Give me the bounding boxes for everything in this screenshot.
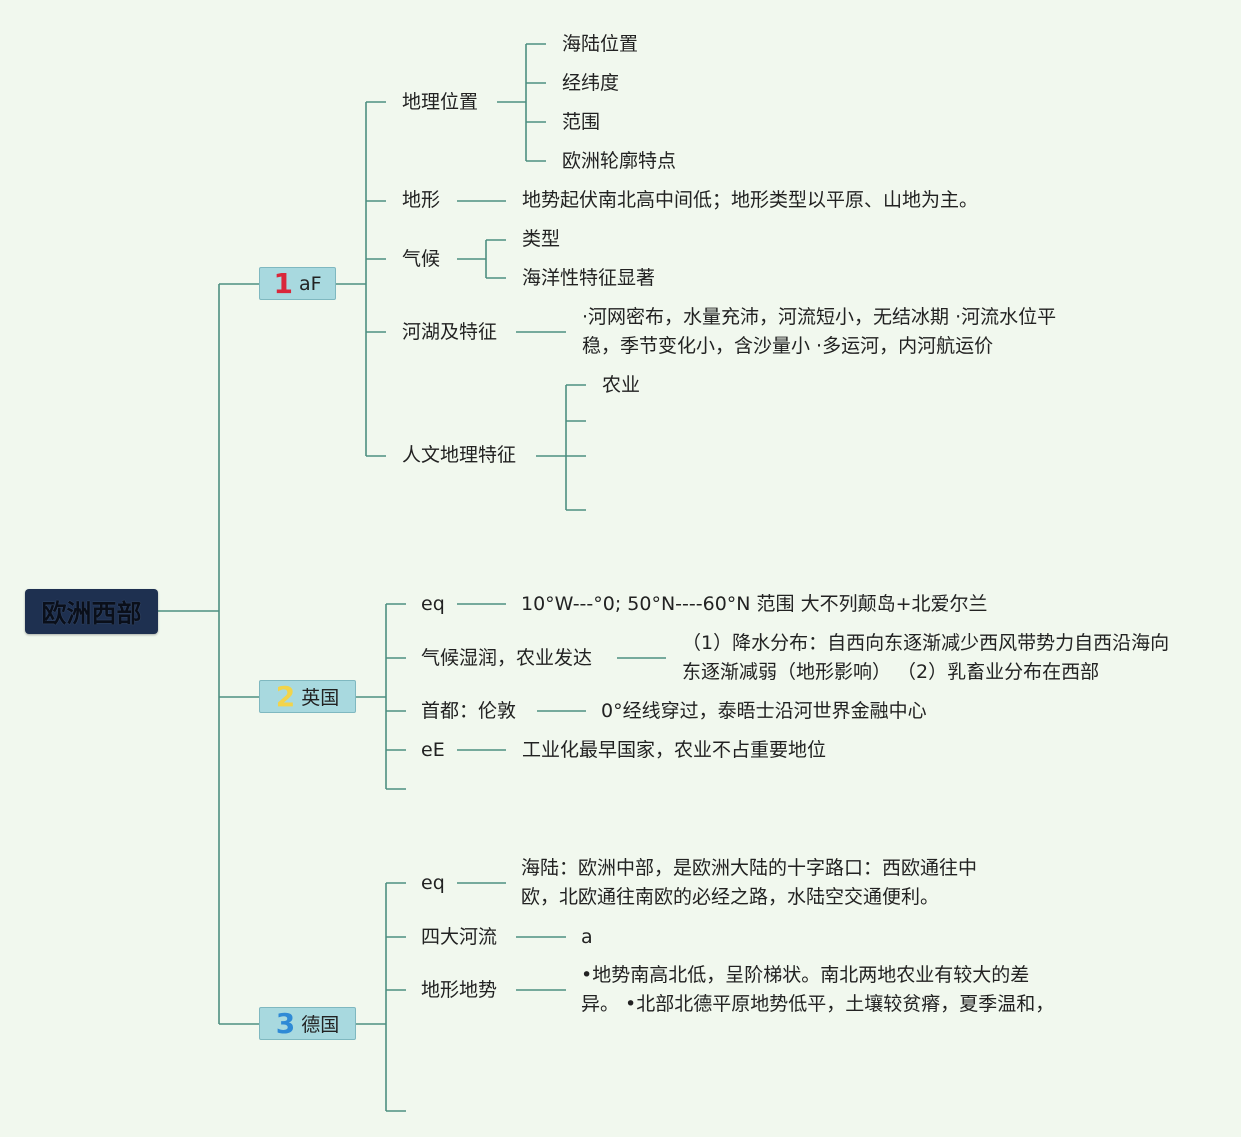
node-geo-item-2[interactable]: 经纬度	[562, 72, 620, 94]
node-uk-item-3[interactable]: 首都：伦敦	[421, 700, 517, 722]
section-1-node[interactable]: 1 aF	[259, 267, 336, 300]
section-2-number: 2	[275, 679, 296, 713]
node-uk-item-4-desc[interactable]: 工业化最早国家，农业不占重要地位	[522, 739, 827, 761]
node-terrain-desc[interactable]: 地势起伏南北高中间低；地形类型以平原、山地为主。	[522, 189, 979, 211]
node-uk-item-1-desc[interactable]: 10°W---°0; 50°N----60°N 范围 大不列颠岛+北爱尔兰	[521, 593, 988, 615]
node-rivers-desc[interactable]: ·河网密布，水量充沛，河流短小，无结冰期 ·河流水位平稳，季节变化小，含沙量小 …	[582, 306, 1057, 357]
node-uk-item-1[interactable]: eq	[421, 593, 445, 615]
section-3-node[interactable]: 3 德国	[259, 1007, 356, 1040]
section-2-title: 英国	[301, 687, 340, 709]
node-geo-item-3[interactable]: 范围	[562, 111, 601, 133]
node-climate-item-2[interactable]: 海洋性特征显著	[522, 267, 656, 289]
node-uk-item-3-desc[interactable]: 0°经线穿过，泰晤士沿河世界金融中心	[601, 700, 927, 722]
node-climate-item-1[interactable]: 类型	[522, 228, 561, 250]
node-human-item-1[interactable]: 农业	[602, 374, 641, 396]
root-label: 欧洲西部	[41, 598, 142, 628]
node-geo-item-1[interactable]: 海陆位置	[562, 33, 639, 55]
node-de-item-1[interactable]: eq	[421, 872, 445, 894]
node-geo-item-4[interactable]: 欧洲轮廓特点	[562, 150, 677, 172]
section-1-number: 1	[273, 266, 293, 300]
node-geo-location[interactable]: 地理位置	[402, 91, 479, 113]
node-human-geography[interactable]: 人文地理特征	[402, 444, 517, 466]
node-uk-item-2-desc[interactable]: （1）降水分布：自西向东逐渐减少西风带势力自西沿海向东逐渐减弱（地形影响） （2…	[682, 632, 1170, 683]
node-de-item-3-desc[interactable]: •地势南高北低，呈阶梯状。南北两地农业有较大的差异。 •北部北德平原地势低平，土…	[581, 964, 1055, 1015]
root-node[interactable]: 欧洲西部	[25, 589, 158, 634]
node-uk-item-2[interactable]: 气候湿润，农业发达	[421, 647, 593, 669]
node-rivers[interactable]: 河湖及特征	[402, 321, 498, 343]
section-3-number: 3	[275, 1006, 296, 1040]
section-1-title: aF	[298, 272, 322, 295]
section-3-title: 德国	[301, 1014, 340, 1036]
node-de-item-3[interactable]: 地形地势	[421, 979, 498, 1001]
node-uk-item-4[interactable]: eE	[421, 739, 445, 761]
section-2-node[interactable]: 2 英国	[259, 680, 356, 713]
node-terrain[interactable]: 地形	[402, 189, 441, 211]
node-climate[interactable]: 气候	[402, 248, 441, 270]
node-de-item-1-desc[interactable]: 海陆：欧洲中部，是欧洲大陆的十字路口：西欧通往中欧，北欧通往南欧的必经之路，水陆…	[521, 857, 978, 908]
node-de-item-2[interactable]: 四大河流	[421, 926, 498, 948]
node-de-item-2-desc[interactable]: a	[581, 926, 593, 948]
